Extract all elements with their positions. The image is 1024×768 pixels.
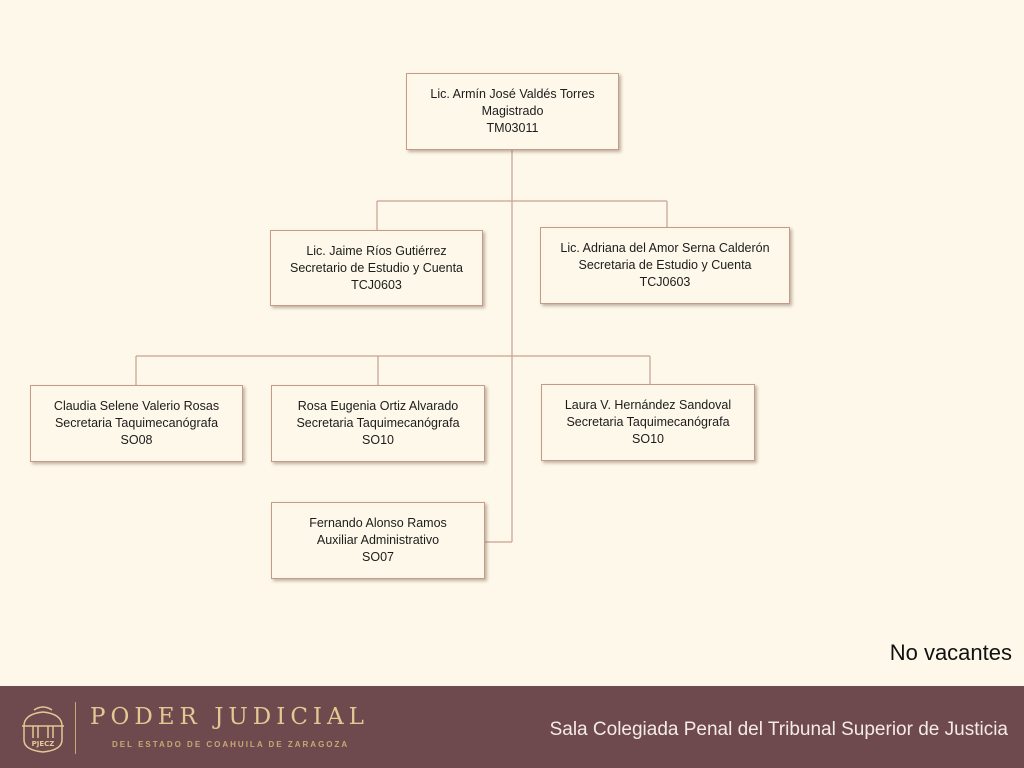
person-position: Secretaria Taquimecanógrafa (296, 416, 460, 430)
secretario-box-1: Lic. Jaime Ríos Gutiérrez Secretario de … (270, 230, 483, 306)
person-position: Magistrado (481, 104, 544, 118)
no-vacancies-note: No vacantes (889, 640, 1012, 665)
person-name: Claudia Selene Valerio Rosas (53, 399, 220, 413)
person-name: Rosa Eugenia Ortiz Alvarado (297, 399, 459, 413)
position-code: TCJ0603 (351, 277, 402, 292)
person-position: Secretaria Taquimecanógrafa (566, 415, 730, 429)
logo-text: PJECZ (32, 740, 55, 748)
person-position: Secretario de Estudio y Cuenta (289, 260, 464, 275)
brand-subtitle: DEL ESTADO DE COAHUILA DE ZARAGOZA (112, 740, 350, 749)
judicial-seal-icon: PJECZ (22, 706, 64, 753)
person-name: Lic. Armín José Valdés Torres (430, 87, 595, 101)
magistrado-box: Lic. Armín José Valdés Torres Magistrado… (406, 73, 619, 150)
person-position: Secretaria de Estudio y Cuenta (578, 258, 752, 272)
staff-box-1: Claudia Selene Valerio Rosas Secretaria … (30, 385, 243, 462)
person-name: Lic. Jaime Ríos Gutiérrez (306, 243, 447, 258)
staff-box-2: Rosa Eugenia Ortiz Alvarado Secretaria T… (271, 385, 485, 462)
person-name: Lic. Adriana del Amor Serna Calderón (560, 241, 770, 255)
staff-box-3: Laura V. Hernández Sandoval Secretaria T… (541, 384, 755, 461)
person-position: Auxiliar Administrativo (316, 533, 440, 547)
position-code: TCJ0603 (639, 275, 691, 289)
position-code: TM03011 (486, 121, 539, 135)
position-code: SO10 (362, 433, 394, 447)
position-code: SO07 (362, 550, 394, 564)
position-code: SO10 (632, 432, 664, 446)
person-name: Laura V. Hernández Sandoval (564, 398, 732, 412)
staff-box-4: Fernando Alonso Ramos Auxiliar Administr… (271, 502, 485, 579)
footer-bar: PJECZ PODER JUDICIAL DEL ESTADO DE COAHU… (0, 686, 1024, 768)
person-name: Fernando Alonso Ramos (309, 516, 447, 530)
person-position: Secretaria Taquimecanógrafa (54, 416, 219, 430)
logo-divider (75, 702, 76, 754)
footer-caption: Sala Colegiada Penal del Tribunal Superi… (549, 719, 1008, 740)
org-chart-connectors (135, 150, 668, 543)
secretaria-box-2: Lic. Adriana del Amor Serna Calderón Sec… (540, 227, 790, 304)
brand-title: PODER JUDICIAL (90, 704, 369, 730)
position-code: SO08 (120, 433, 153, 447)
